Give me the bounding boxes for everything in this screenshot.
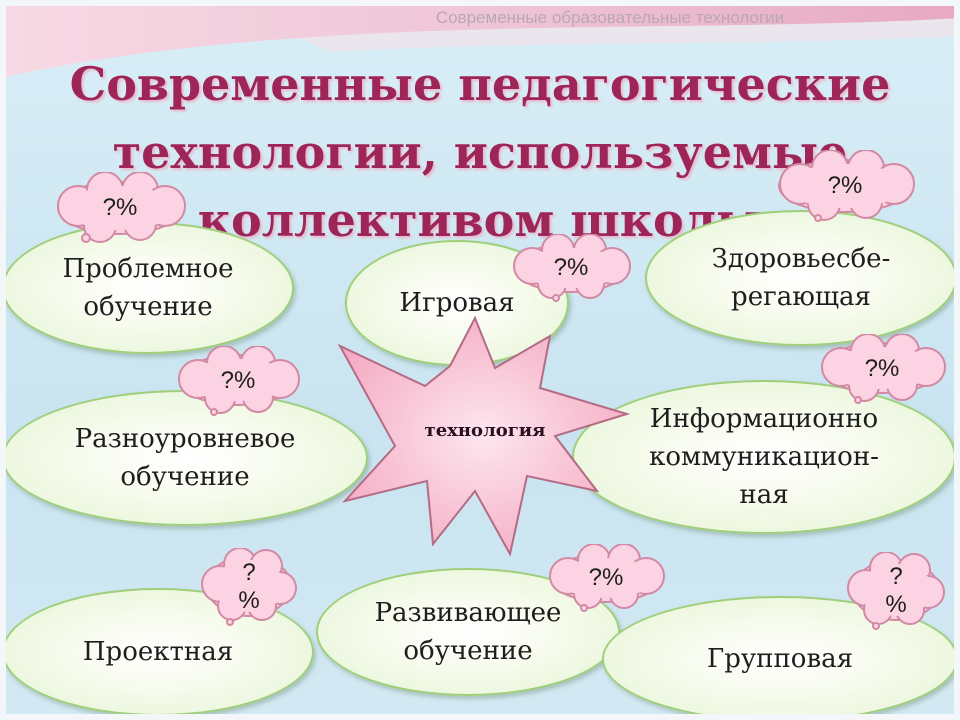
center-label: технология (424, 420, 546, 441)
oval-health-saving: Здоровьесбе- регающая (645, 210, 957, 346)
slide-title: Современные педагогические технологии, и… (40, 50, 920, 254)
thought-cloud: ?% (544, 544, 668, 612)
oval-label: Проектная (82, 637, 234, 667)
thought-cloud: ? % (200, 548, 298, 626)
oval-label: Проблемное обучение (62, 254, 234, 322)
thought-cloud: ? % (846, 552, 946, 630)
cloud-shape-icon (821, 334, 946, 404)
thought-cloud: ?% (770, 150, 920, 222)
cloud-text: ?% (864, 355, 900, 382)
oval-label: Групповая (706, 644, 853, 674)
title-line-1: Современные педагогические (69, 57, 891, 111)
cloud-text: ?% (588, 564, 624, 591)
oval-label: Здоровьесбе- регающая (711, 244, 891, 312)
oval-label: Развивающее обучение (374, 598, 562, 666)
cloud-text: ?% (220, 367, 256, 394)
cloud-text: ?% (553, 254, 589, 281)
cloud-text: ?% (102, 194, 138, 221)
cloud-shape-icon (549, 544, 665, 612)
cloud-text: ? % (238, 559, 260, 614)
cloud-shape-icon (778, 150, 915, 222)
title-line-3: коллективом школы (197, 193, 763, 247)
thought-cloud: ?% (172, 346, 304, 416)
thought-cloud: ?% (508, 234, 634, 302)
slide-header: Современные образовательные технологии (435, 8, 785, 27)
oval-label: Игровая (399, 288, 515, 318)
cloud-text: ? % (885, 563, 907, 618)
oval-multilevel-learning: Разноуровневое обучение (2, 390, 368, 526)
title-line-2: технологии, используемые (112, 125, 848, 179)
cloud-shape-icon (57, 172, 186, 243)
thought-cloud: ?% (50, 172, 190, 244)
oval-information-communication: Информационно коммуникацион- ная (572, 380, 956, 534)
cloud-text: ?% (827, 172, 863, 199)
decorative-banner (0, 0, 960, 78)
oval-developing-learning: Развивающее обучение (316, 568, 620, 696)
oval-label: Разноуровневое обучение (74, 424, 296, 492)
thought-cloud: ?% (814, 334, 950, 404)
cloud-shape-icon (847, 552, 945, 630)
cloud-shape-icon (178, 346, 300, 416)
star-burst (337, 316, 630, 557)
cloud-shape-icon (513, 234, 631, 302)
cloud-shape-icon (201, 548, 297, 626)
oval-label: Информационно коммуникацион- ная (649, 404, 879, 510)
